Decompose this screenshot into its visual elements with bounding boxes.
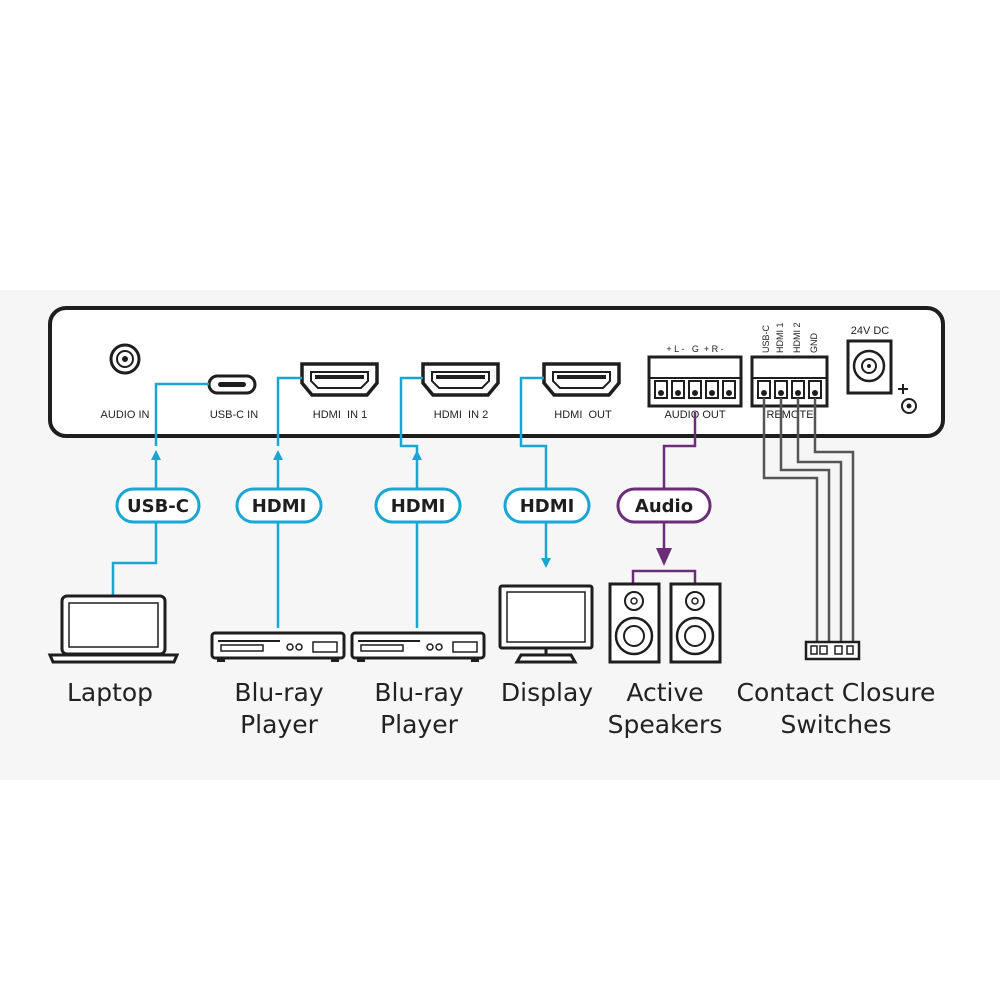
audio-cable-split [631, 569, 697, 584]
remote-label: REMOTE [766, 409, 813, 421]
laptop-icon [47, 594, 180, 664]
hdmi-in2-label: HDMI IN 2 [434, 409, 488, 421]
device-names: Laptop Blu-ray Player Blu-ray Player Dis… [67, 678, 935, 739]
laptop-name: Laptop [67, 678, 153, 707]
usbc-pill-label: USB-C [127, 496, 189, 517]
usbc-in-label: USB-C IN [210, 409, 258, 421]
display-name: Display [501, 678, 593, 707]
bluray2-name-line2: Player [380, 710, 459, 739]
audio-pill: Audio [616, 487, 712, 524]
power-label: 24V DC [851, 325, 890, 337]
remote-wire-3 [796, 398, 843, 645]
bluray-player-icon [350, 631, 486, 662]
remote-wire-4 [813, 398, 855, 645]
bluray2-name-line1: Blu-ray [374, 678, 464, 707]
hdmi1-pill-label: HDMI [252, 496, 307, 517]
speaker-icon [608, 582, 661, 664]
audio-in-label: AUDIO IN [101, 409, 150, 421]
hdmi2-pill: HDMI [374, 487, 462, 524]
audio-out-pins-label: + L - G + R - [666, 344, 723, 354]
bluray1-name-line1: Blu-ray [234, 678, 324, 707]
hdmi-port-icon[interactable] [542, 362, 621, 397]
switches-name-line2: Switches [780, 710, 891, 739]
hdmi-in1-label: HDMI IN 1 [313, 409, 367, 421]
switches-name-line1: Contact Closure [737, 678, 936, 707]
bluray1-name-line2: Player [240, 710, 319, 739]
rear-panel: AUDIO IN USB-C IN HDMI IN 1 HDMI IN 2 HD… [48, 306, 945, 438]
hdmi-out-label: HDMI OUT [554, 409, 612, 421]
usbc-pill: USB-C [115, 487, 201, 524]
hdmi2-pill-label: HDMI [391, 496, 446, 517]
audio-arrow [656, 548, 672, 566]
hdmi1-pill: HDMI [235, 487, 323, 524]
hdmi-out-pill: HDMI [503, 487, 591, 524]
bluray-player-icon [210, 631, 346, 662]
speaker-icon [669, 582, 722, 664]
hdmi2-cable-top [399, 376, 423, 452]
usbc-port-icon[interactable] [207, 374, 257, 395]
remote-pin-hdmi2: HDMI 2 [792, 322, 802, 353]
dc-power-jack-icon[interactable] [846, 339, 893, 395]
hdmi1-cable-top [276, 376, 302, 446]
remote-wire-2 [779, 398, 831, 645]
usbc-cable-top [154, 382, 209, 446]
contact-switch-icon [804, 640, 861, 661]
remote-pin-hdmi1: HDMI 1 [775, 322, 785, 353]
remote-pin-usbc: USB-C [761, 324, 771, 353]
audio-jack-icon[interactable] [109, 343, 141, 375]
cables [111, 376, 855, 645]
connection-pills: USB-C HDMI HDMI HDMI Audio [115, 487, 712, 524]
hdmi-out-cable [519, 376, 551, 568]
audio-pill-label: Audio [635, 496, 693, 517]
speakers-name-line1: Active [626, 678, 703, 707]
hdmi-port-icon[interactable] [421, 362, 500, 397]
remote-wire-1 [762, 398, 819, 645]
speakers-name-line2: Speakers [608, 710, 723, 739]
polarity-icon [898, 384, 917, 414]
remote-pin-gnd: GND [809, 333, 819, 354]
terminal-block-icon[interactable] [750, 355, 829, 408]
hdmi-out-pill-label: HDMI [520, 496, 575, 517]
terminal-block-icon[interactable] [647, 355, 743, 408]
display-icon [498, 584, 594, 664]
hdmi-port-icon[interactable] [300, 362, 379, 397]
